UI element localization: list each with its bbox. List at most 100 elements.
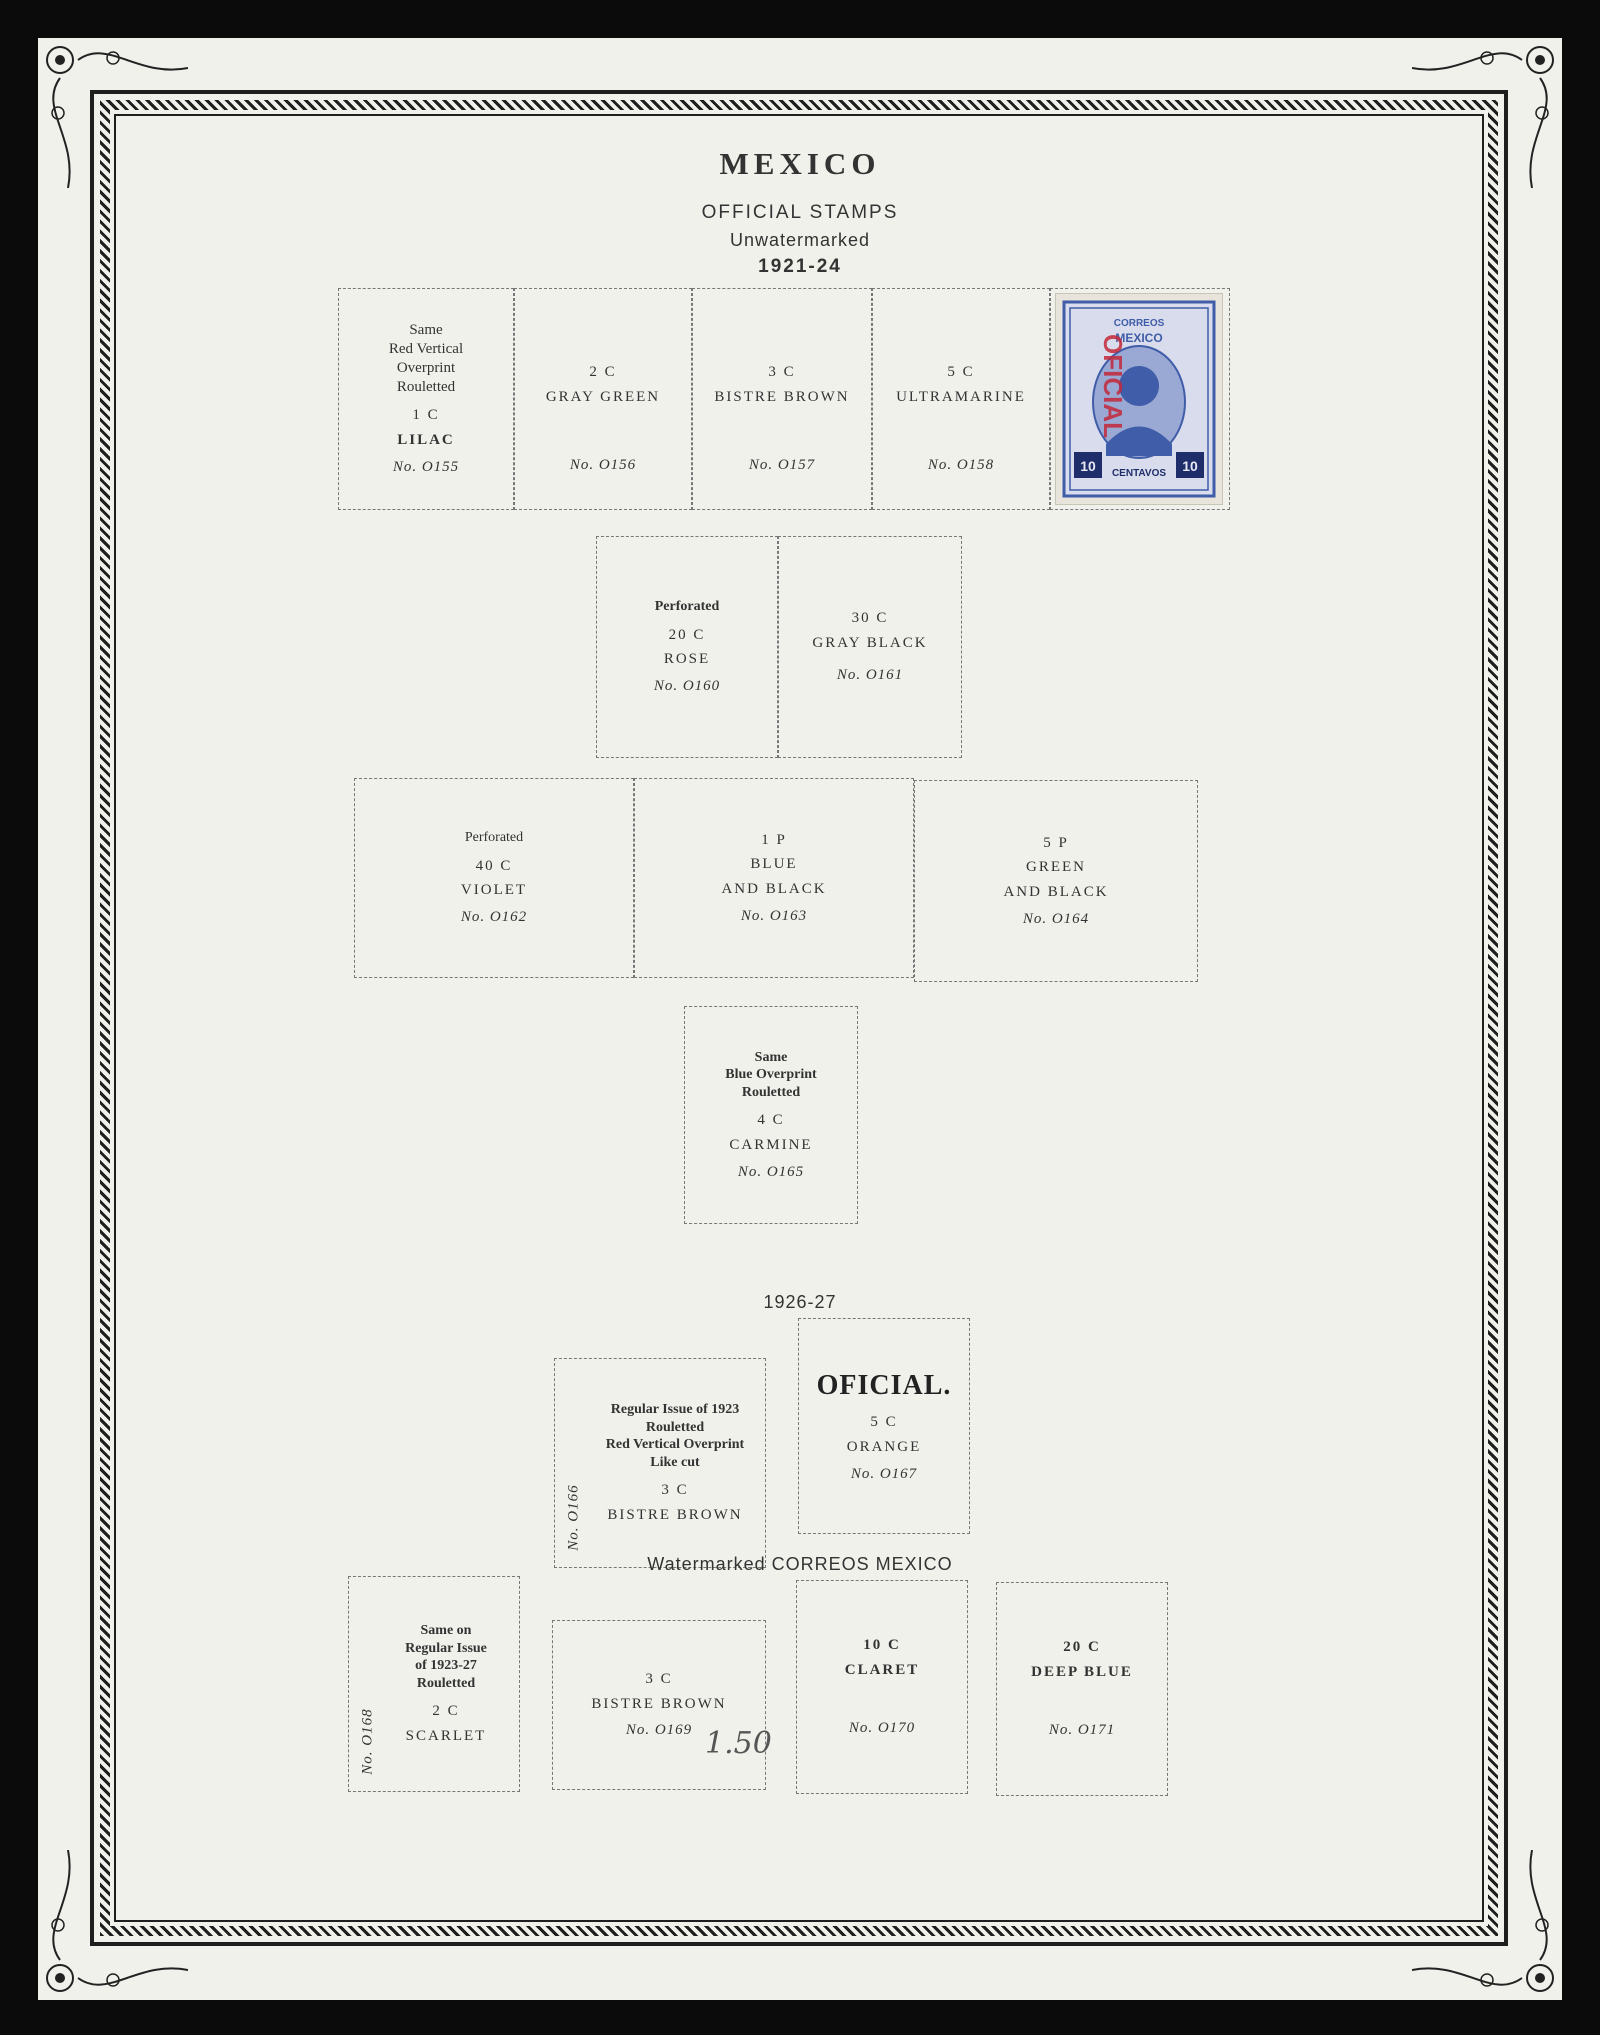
stamp-space-o170[interactable]: 10 C CLARET No. O170 [796, 1580, 968, 1794]
note-line: Regular Issue of 1923 [610, 1402, 740, 1418]
stamp-color-secondary: AND BLACK [1003, 884, 1109, 900]
denomination: 30 C [851, 609, 889, 626]
denomination: 5 P [1043, 834, 1069, 851]
stamp-color-secondary: AND BLACK [721, 881, 827, 897]
catalog-number: No. O155 [392, 458, 460, 475]
stamp-space-o165[interactable]: Same Blue Overprint Rouletted 4 C CARMIN… [684, 1006, 858, 1224]
stamp-space-o167[interactable]: OFICIAL. 5 C ORANGE No. O167 [798, 1318, 970, 1534]
stamp-overprint: OFICIAL [1098, 334, 1128, 438]
stamp-space-o166[interactable]: Regular Issue of 1923 Rouletted Red Vert… [554, 1358, 766, 1568]
catalog-number: No. O157 [748, 457, 816, 474]
note-line: Rouletted [416, 1675, 476, 1691]
stamp-color: BISTRE BROWN [714, 388, 850, 405]
note-line: Regular Issue [405, 1640, 487, 1656]
denomination: 3 C [661, 1482, 689, 1499]
period-1926-27: 1926-27 [763, 1292, 837, 1312]
stamp-denomination-right: 10 [1182, 458, 1198, 474]
denomination: 20 C [668, 626, 706, 643]
stamp-space-o168[interactable]: Same on Regular Issue of 1923-27 Roulett… [348, 1576, 520, 1792]
denomination: 2 C [589, 363, 617, 380]
mounted-stamp[interactable]: CORREOS MEXICO 10 10 CENTAVOS OFICIAL [1056, 294, 1222, 504]
denomination: 10 C [863, 1636, 901, 1653]
corner-ornament-bottom-right [1411, 1849, 1562, 2000]
stamp-color: SCARLET [405, 1728, 487, 1744]
note-line: Same [754, 1049, 788, 1065]
page-subtitle: OFFICIAL STAMPS [701, 202, 899, 223]
stamp-color: BLUE [750, 856, 798, 873]
stamp-country: MEXICO [1115, 331, 1162, 345]
catalog-number-vertical: No. O168 [359, 1708, 376, 1775]
denomination: 20 C [1063, 1638, 1101, 1655]
stamp-color: GREEN [1026, 859, 1086, 876]
stamp-color: CARMINE [729, 1136, 813, 1153]
stamp-color: BISTRE BROWN [607, 1507, 743, 1523]
corner-ornament-bottom-left [38, 1849, 189, 2000]
stamp-color: ROSE [663, 651, 711, 668]
catalog-number: No. O160 [653, 678, 721, 695]
note-line: of 1923-27 [415, 1658, 477, 1674]
stamp-color: ULTRAMARINE [896, 388, 1026, 405]
denomination: 1 P [761, 831, 787, 848]
stamp-space-o164[interactable]: 5 P GREEN AND BLACK No. O164 [914, 780, 1198, 982]
stamp-space-o161[interactable]: 30 C GRAY BLACK No. O161 [778, 536, 962, 758]
note-line: Overprint [396, 359, 456, 376]
stamp-color: GRAY BLACK [812, 634, 928, 651]
stamp-space-o157[interactable]: 3 C BISTRE BROWN No. O157 [692, 288, 872, 510]
note-line: Blue Overprint [725, 1067, 817, 1083]
stamp-color: DEEP BLUE [1031, 1663, 1133, 1680]
page-outer-border [90, 90, 1508, 1946]
watermark-heading: Watermarked CORREOS MEXICO [647, 1554, 953, 1574]
note-line: Same [409, 322, 443, 339]
denomination: 2 C [432, 1703, 460, 1720]
period-1921-24: 1921-24 [758, 256, 842, 277]
stamp-color: GRAY GREEN [545, 388, 661, 405]
catalog-number: No. O162 [460, 909, 528, 926]
stamp-color: ORANGE [846, 1439, 922, 1456]
catalog-number-vertical: No. O166 [565, 1484, 582, 1551]
stamp-color: VIOLET [460, 882, 528, 899]
page-zigzag-border [100, 100, 1498, 1936]
note-line: Red Vertical Overprint [605, 1437, 745, 1453]
note-line: Same on [420, 1623, 472, 1639]
stamp-color: LILAC [397, 432, 455, 449]
stamp-space-o160[interactable]: Perforated 20 C ROSE No. O160 [596, 536, 778, 758]
denomination: 4 C [757, 1112, 785, 1129]
catalog-number: No. O171 [1048, 1722, 1116, 1739]
denomination: 5 C [870, 1414, 898, 1431]
catalog-number: No. O167 [850, 1465, 918, 1482]
stamp-top-text: CORREOS [1114, 318, 1165, 329]
note-line: Perforated [464, 830, 524, 846]
catalog-number: No. O164 [1022, 910, 1090, 927]
catalog-number: No. O156 [569, 457, 637, 474]
stamp-space-mounted[interactable] [1050, 288, 1230, 510]
note-line: Rouletted [396, 378, 456, 395]
stamp-space-o162[interactable]: Perforated 40 C VIOLET No. O162 [354, 778, 634, 978]
stamp-space-o169[interactable]: 3 C BISTRE BROWN No. O169 1.50 [552, 1620, 772, 1790]
catalog-number: No. O169 [625, 1722, 693, 1739]
note-line: Like cut [650, 1454, 700, 1470]
stamp-space-o155[interactable]: Same Red Vertical Overprint Rouletted 1 … [338, 288, 514, 510]
stamp-space-o158[interactable]: 5 C ULTRAMARINE No. O158 [872, 288, 1050, 510]
corner-ornament-top-left [38, 38, 189, 189]
page-title: MEXICO [719, 146, 881, 181]
denomination: 40 C [475, 857, 513, 874]
denomination: 1 C [412, 407, 440, 424]
pencil-price-note: 1.50 [705, 1726, 772, 1761]
catalog-number: No. O170 [848, 1720, 916, 1737]
catalog-number: No. O158 [927, 457, 995, 474]
stamp-space-o171[interactable]: 20 C DEEP BLUE No. O171 [996, 1582, 1168, 1796]
corner-ornament-top-right [1411, 38, 1562, 189]
overprint-sample: OFICIAL. [816, 1370, 952, 1402]
stamp-color: BISTRE BROWN [591, 1695, 727, 1712]
stamp-space-o163[interactable]: 1 P BLUE AND BLACK No. O163 [634, 778, 914, 978]
stamp-color: CLARET [844, 1661, 920, 1678]
denomination: 3 C [645, 1670, 673, 1687]
stamp-image: CORREOS MEXICO 10 10 CENTAVOS OFICIAL [1062, 300, 1216, 498]
note-line: Rouletted [741, 1084, 801, 1100]
watermark-note: Unwatermarked [729, 230, 871, 250]
catalog-number: No. O165 [737, 1163, 805, 1180]
stamp-denomination-left: 10 [1080, 458, 1096, 474]
album-page: MEXICO OFFICIAL STAMPS Unwatermarked 192… [38, 38, 1562, 2000]
note-line: Perforated [654, 599, 720, 615]
stamp-space-o156[interactable]: 2 C GRAY GREEN No. O156 [514, 288, 692, 510]
